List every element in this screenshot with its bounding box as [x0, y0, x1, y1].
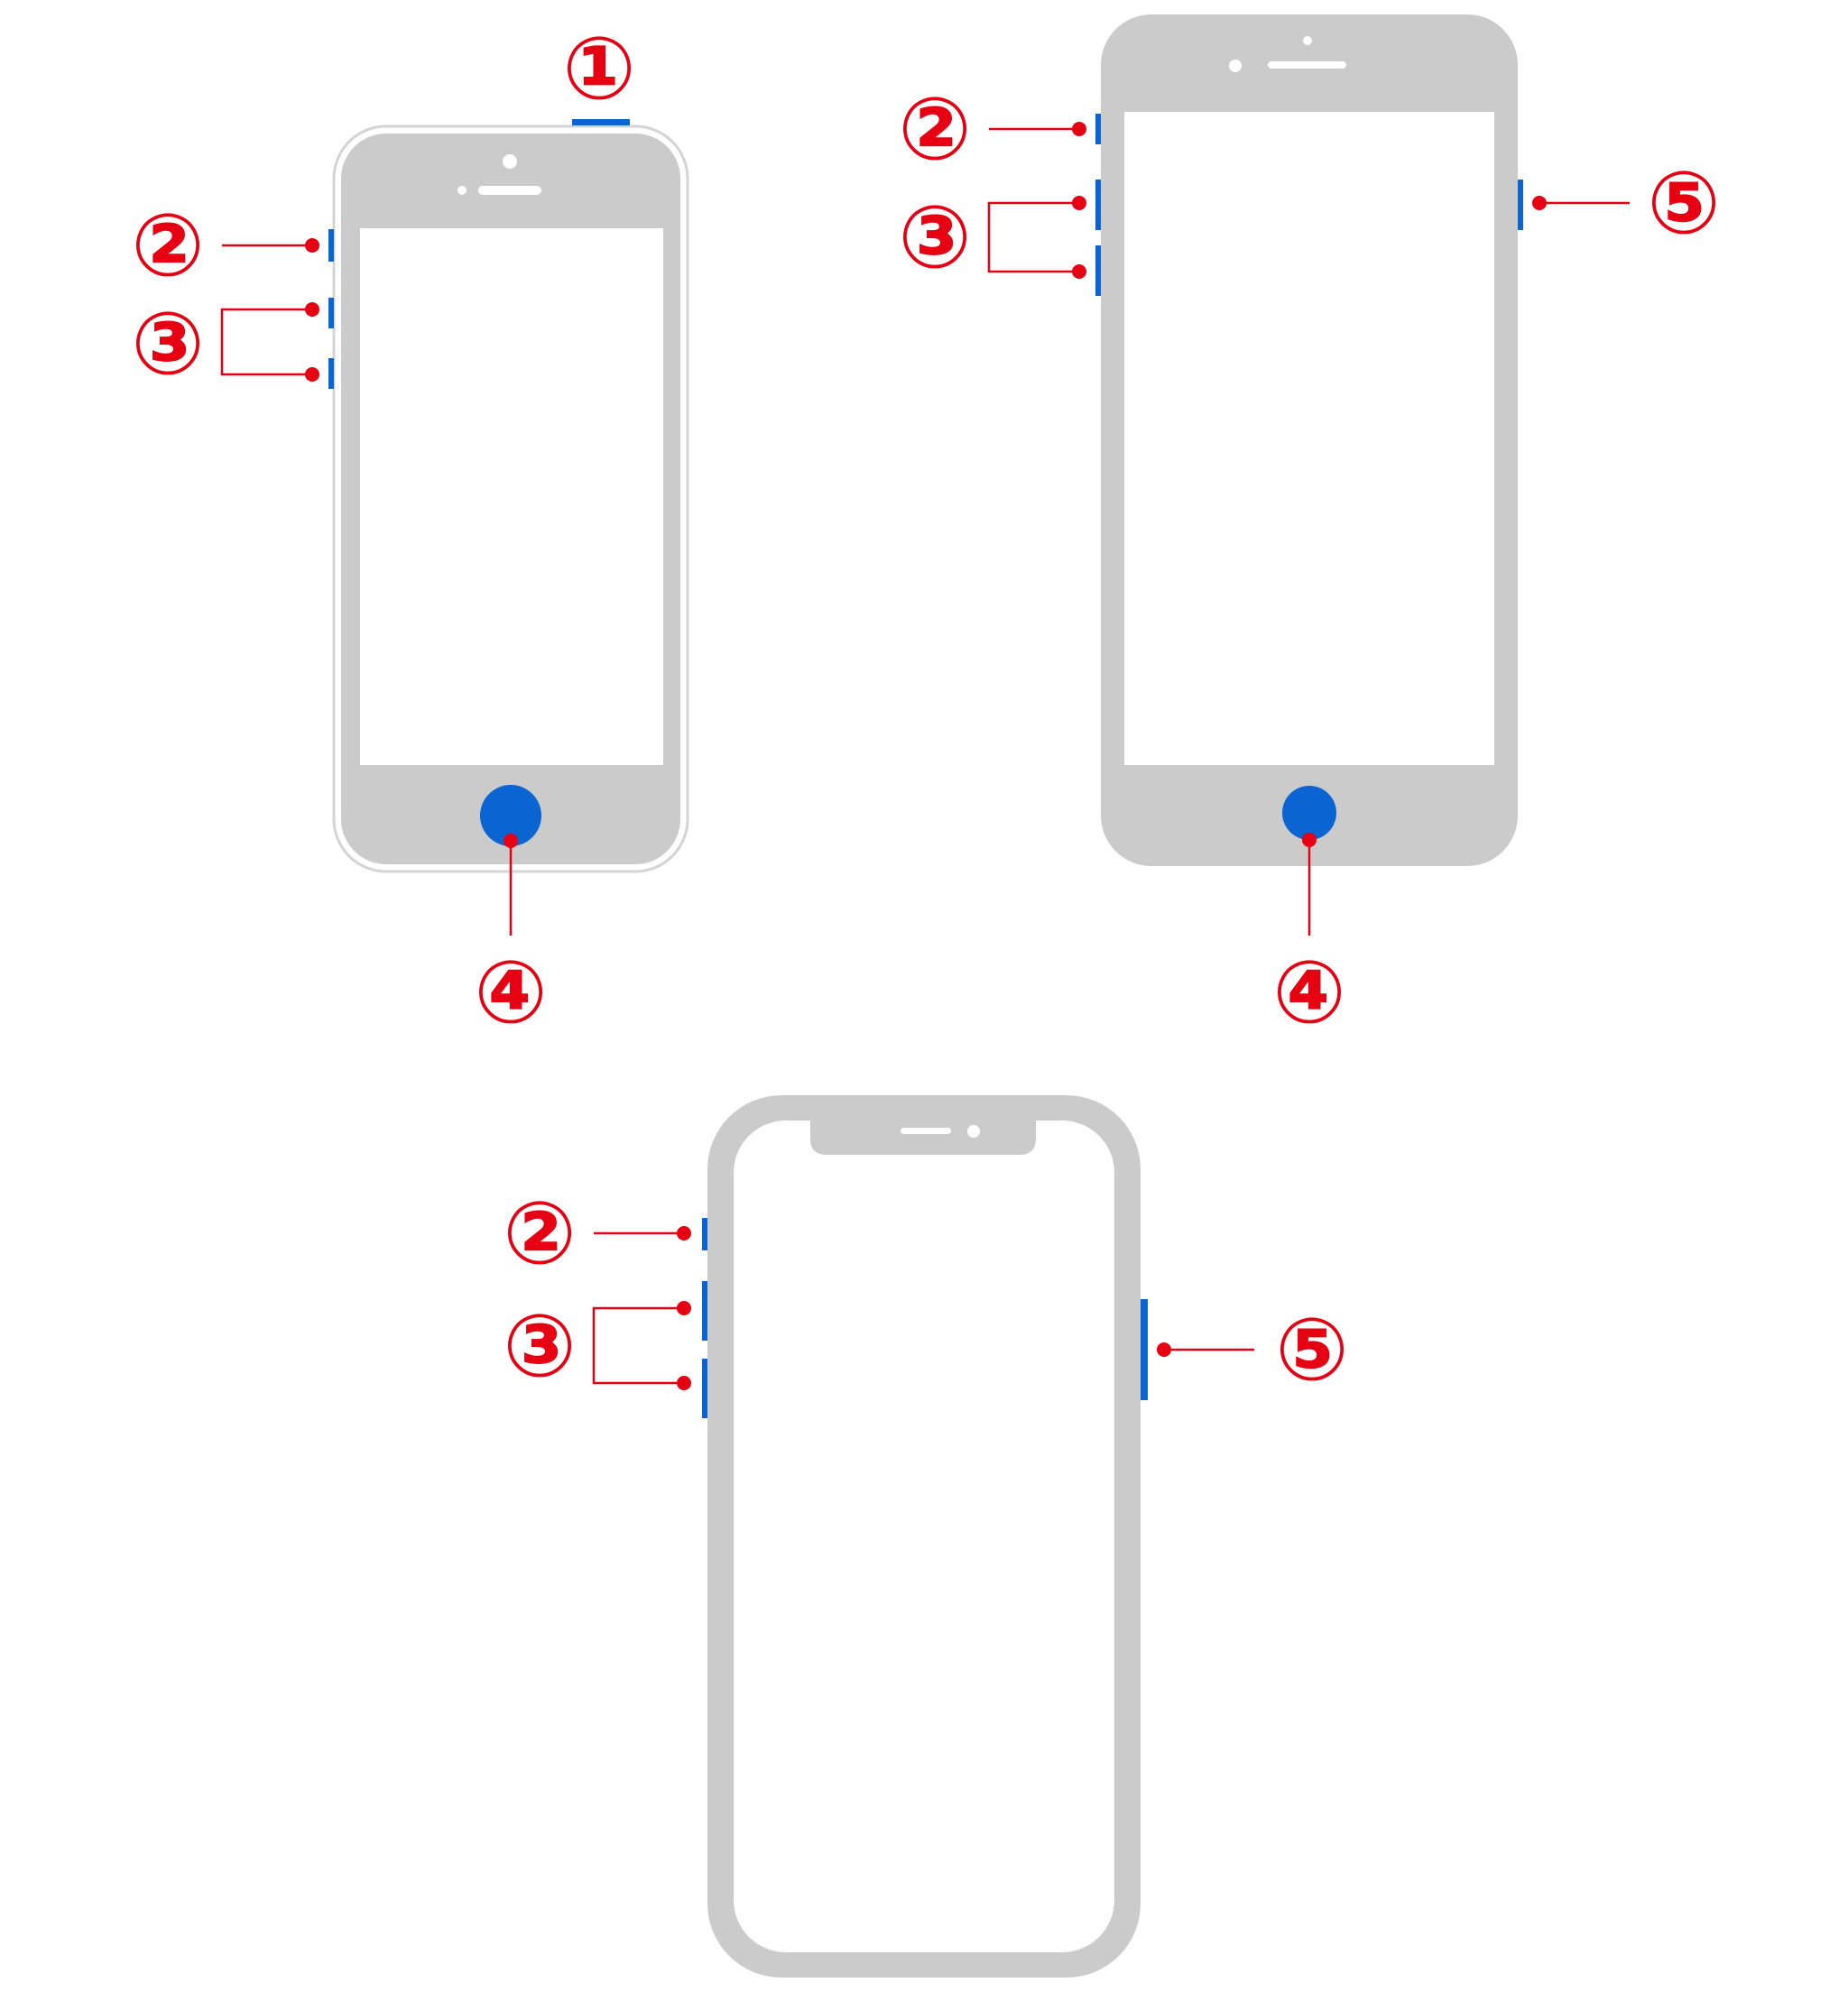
- iphone-8-side-button: [1518, 180, 1523, 230]
- iphone-x-mute-switch: [702, 1218, 707, 1250]
- iphone-x-volume-down: [702, 1359, 707, 1418]
- iphone-se-speaker: [478, 186, 541, 195]
- iphone-8-volume-down: [1095, 245, 1101, 296]
- iphone-x-label-3: ③: [503, 1296, 576, 1397]
- iphone-x-label-5: ⑤: [1275, 1299, 1348, 1400]
- iphone-x-speaker: [901, 1128, 951, 1134]
- iphone-x-volume-up: [702, 1281, 707, 1341]
- iphone-8-label-2: ②: [898, 78, 971, 180]
- iphone-se-callout-dots: [305, 238, 518, 848]
- iphone-se-label-1: ①: [562, 18, 635, 119]
- iphone-se-screen: [360, 228, 663, 765]
- iphone-se-label-2: ②: [131, 195, 204, 296]
- iphone-8-home-button: [1282, 786, 1336, 840]
- iphone-x-front-camera: [967, 1125, 980, 1138]
- iphone-se-label-4: ④: [474, 942, 547, 1043]
- iphone-x-callout-lines: [592, 1231, 1254, 1385]
- iphone-se-volume-up: [328, 298, 334, 328]
- iphone-se-volume-down: [328, 358, 334, 389]
- iphone-x-callout-dots: [677, 1226, 1171, 1390]
- iphone-se-sensor: [457, 186, 467, 195]
- iphone-se-mute-switch: [328, 229, 334, 262]
- iphone-x-label-2: ②: [503, 1183, 576, 1284]
- iphone-se: ① ② ③ ④: [131, 18, 689, 1043]
- iphone-8-screen: [1124, 112, 1494, 765]
- iphone-8-callout-lines: [987, 127, 1630, 936]
- iphone-8-speaker: [1268, 61, 1346, 69]
- iphone-8-volume-up: [1095, 180, 1101, 230]
- iphone-8-mute-switch: [1095, 114, 1101, 144]
- iphone-se-callout-lines: [220, 244, 513, 936]
- iphone-se-home-button: [480, 785, 541, 846]
- iphone-x-side-button: [1141, 1299, 1148, 1400]
- iphone-8-label-4: ④: [1272, 942, 1345, 1043]
- iphone-x: ② ③ ⑤: [503, 1095, 1349, 1978]
- iphone-se-label-3: ③: [131, 293, 204, 394]
- iphone-x-screen: [734, 1120, 1114, 1952]
- iphone-x-notch: [810, 1117, 1036, 1155]
- iphone-8: ② ③ ④ ⑤: [898, 14, 1721, 1043]
- iphone-se-front-camera: [503, 154, 517, 169]
- iphone-8-label-5: ⑤: [1647, 152, 1720, 254]
- iphone-8-callout-dots: [1072, 122, 1547, 847]
- iphone-8-label-3: ③: [898, 187, 971, 288]
- iphone-8-sensor: [1229, 60, 1242, 72]
- iphone-se-top-button: [572, 119, 630, 125]
- iphone-8-front-camera: [1303, 36, 1312, 45]
